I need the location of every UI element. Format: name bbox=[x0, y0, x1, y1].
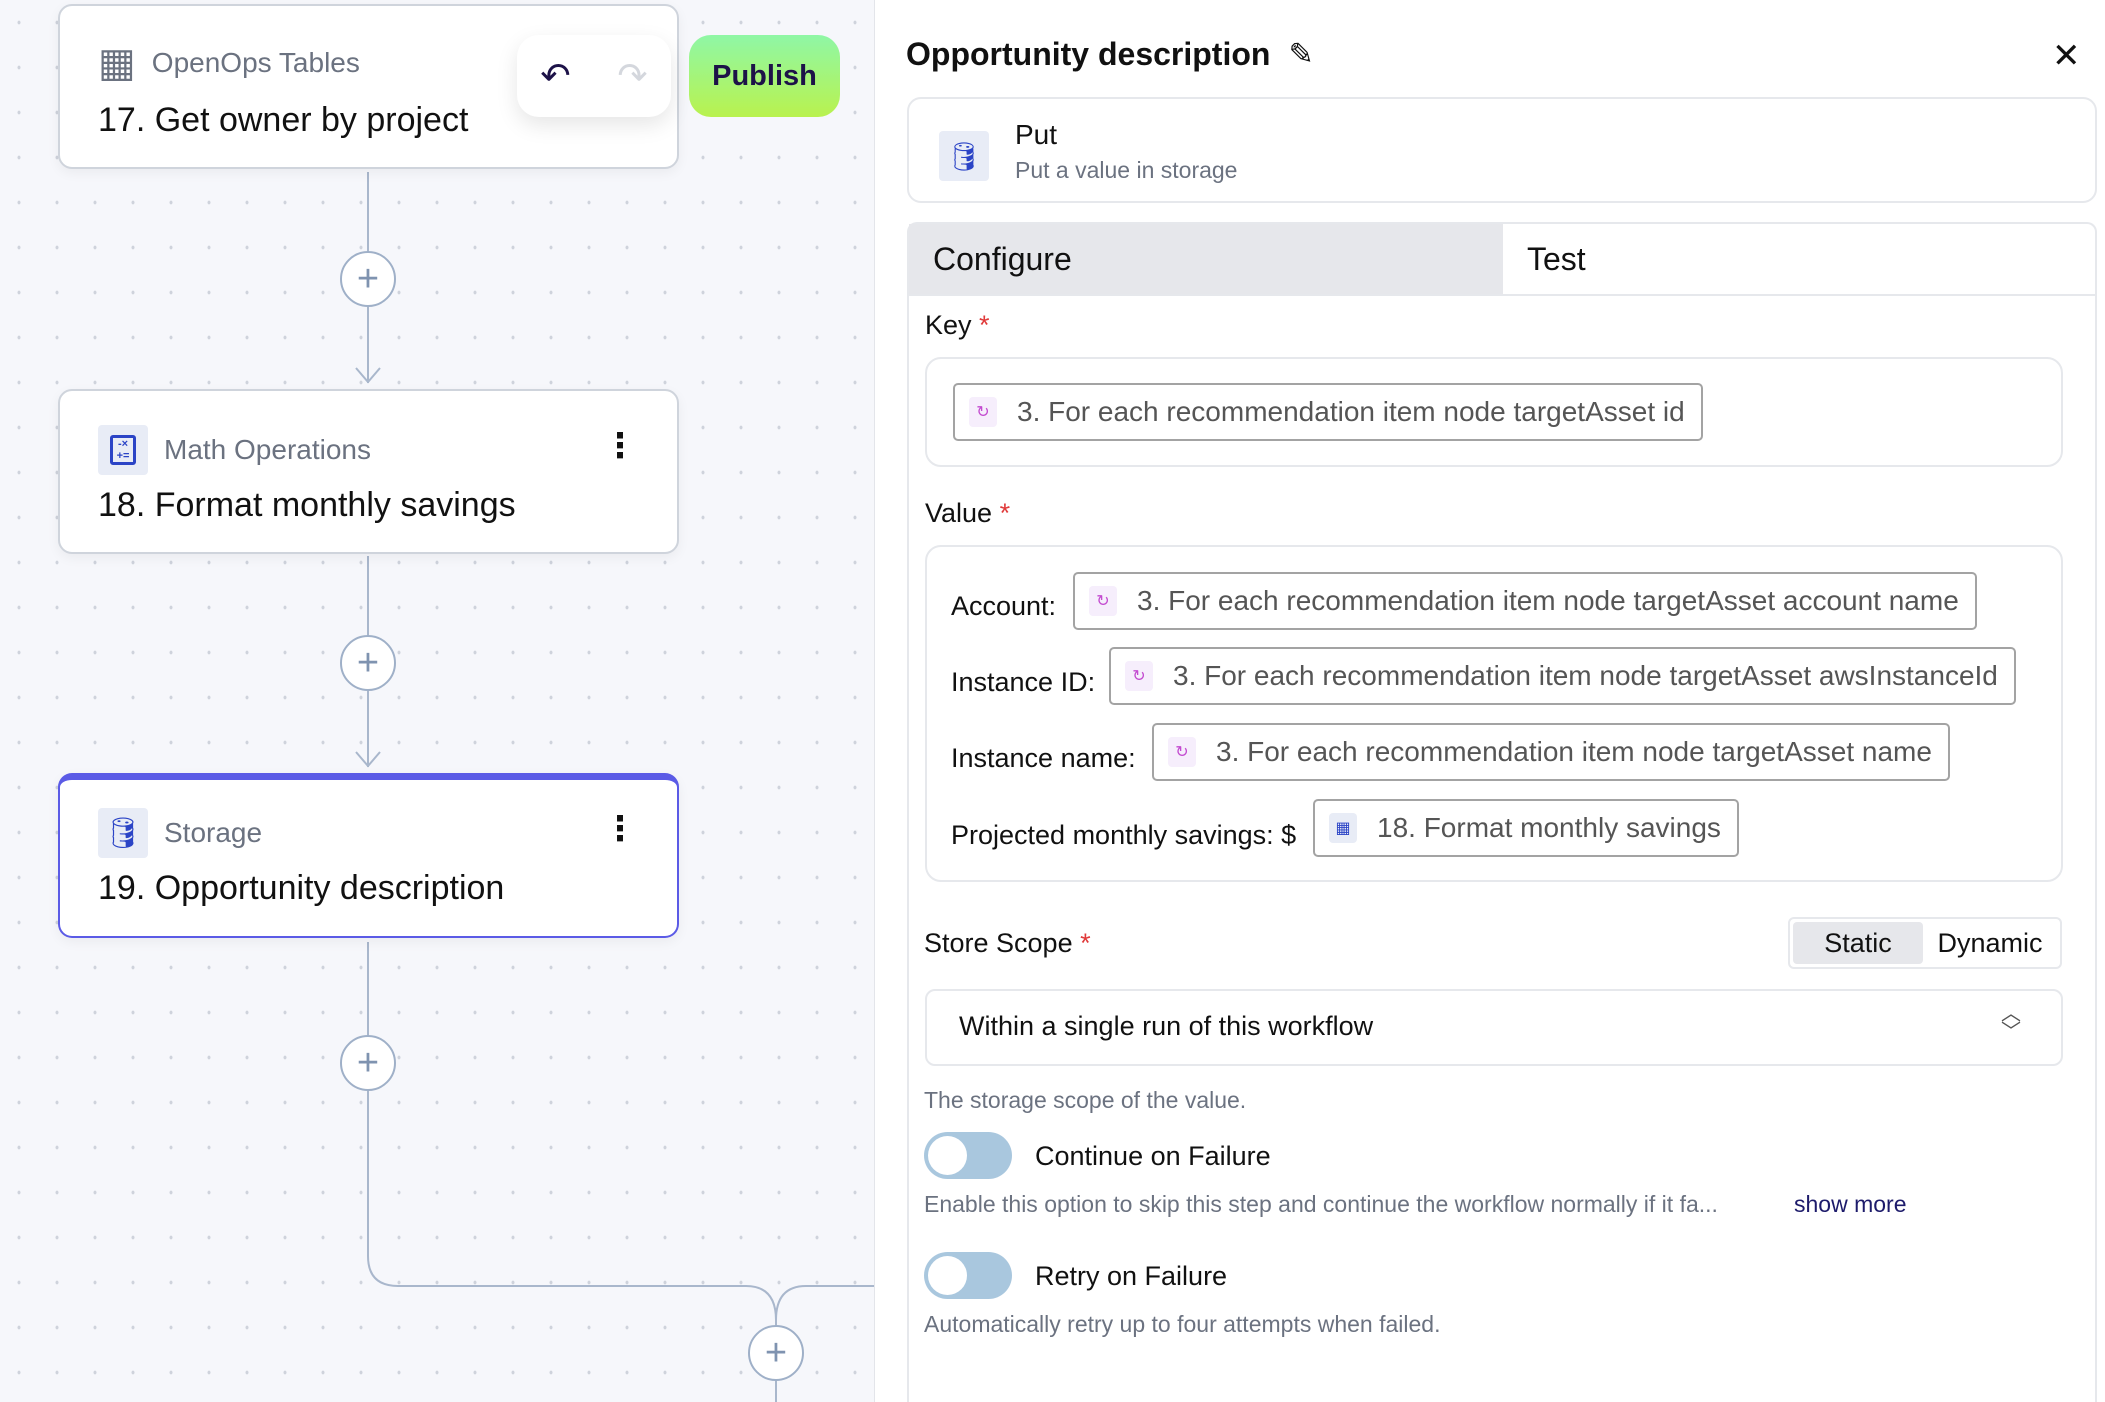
publish-button[interactable]: Publish bbox=[689, 35, 840, 117]
redo-icon[interactable]: ↷ bbox=[617, 55, 648, 96]
add-step-button[interactable]: + bbox=[340, 1035, 396, 1091]
dynamic-mode-button[interactable]: Dynamic bbox=[1937, 927, 2043, 958]
close-icon[interactable]: ✕ bbox=[2052, 37, 2081, 75]
key-token-chip[interactable]: ↻3. For each recommendation item node ta… bbox=[953, 383, 1703, 441]
instance-id-label: Instance ID: bbox=[951, 667, 1096, 697]
instance-id-token-chip[interactable]: ↻3. For each recommendation item node ta… bbox=[1109, 647, 2016, 705]
scope-mode-toggle: Static Dynamic bbox=[1788, 917, 2062, 969]
action-name: Put bbox=[1015, 119, 1058, 150]
more-options-icon[interactable]: ⋮ bbox=[603, 427, 637, 465]
step-settings-panel: Opportunity description ✎ ✕ 🛢 Put Put a … bbox=[876, 0, 2105, 1402]
key-label: Key * bbox=[925, 310, 990, 340]
tab-test[interactable]: Test bbox=[1527, 241, 1586, 277]
add-step-button[interactable]: + bbox=[340, 251, 396, 307]
continue-on-failure-label: Continue on Failure bbox=[1035, 1141, 1271, 1171]
chevron-up-down-icon: ︿﹀ bbox=[2001, 1003, 2021, 1043]
flow-connectors bbox=[355, 172, 874, 1402]
savings-token-chip[interactable]: ▦18. Format monthly savings bbox=[1313, 799, 1739, 857]
key-field[interactable]: ↻3. For each recommendation item node ta… bbox=[925, 357, 2063, 467]
node-title: 17. Get owner by project bbox=[98, 101, 469, 139]
database-icon: 🛢 bbox=[98, 808, 148, 858]
action-description: Put a value in storage bbox=[1015, 157, 1238, 183]
calculator-icon: ▦ bbox=[1329, 813, 1357, 843]
action-card[interactable]: 🛢 Put Put a value in storage bbox=[907, 97, 2097, 203]
workflow-canvas[interactable]: ▦ OpenOps Tables 17. Get owner by project… bbox=[0, 0, 875, 1402]
store-scope-help: The storage scope of the value. bbox=[924, 1087, 1247, 1113]
more-options-icon[interactable]: ⋮ bbox=[603, 810, 637, 848]
node-category: Storage bbox=[164, 817, 263, 848]
node-category: OpenOps Tables bbox=[151, 47, 360, 78]
table-icon: ▦ bbox=[98, 41, 136, 85]
account-token-chip[interactable]: ↻3. For each recommendation item node ta… bbox=[1073, 572, 1977, 630]
continue-on-failure-description: Enable this option to skip this step and… bbox=[924, 1191, 1718, 1217]
value-field[interactable]: Account: ↻3. For each recommendation ite… bbox=[925, 545, 2063, 882]
loop-icon: ↻ bbox=[969, 397, 997, 427]
node-category: Math Operations bbox=[164, 434, 371, 465]
node-title: 19. Opportunity description bbox=[98, 869, 505, 907]
add-step-button[interactable]: + bbox=[748, 1325, 804, 1381]
node-opportunity-description[interactable]: 🛢 Storage 19. Opportunity description ⋮ bbox=[58, 773, 679, 938]
value-label: Value * bbox=[925, 498, 1011, 528]
database-icon: 🛢 bbox=[939, 131, 989, 181]
instance-name-label: Instance name: bbox=[951, 743, 1136, 773]
account-label: Account: bbox=[951, 591, 1057, 621]
store-scope-label: Store Scope * bbox=[924, 928, 1091, 958]
calculator-icon: -×+= bbox=[98, 425, 148, 475]
loop-icon: ↻ bbox=[1089, 586, 1117, 616]
retry-on-failure-toggle[interactable] bbox=[924, 1252, 1012, 1299]
loop-icon: ↻ bbox=[1168, 737, 1196, 767]
static-mode-button[interactable]: Static bbox=[1793, 922, 1923, 964]
projected-savings-label: Projected monthly savings: $ bbox=[951, 820, 1297, 850]
retry-on-failure-description: Automatically retry up to four attempts … bbox=[924, 1311, 1441, 1337]
store-scope-value: Within a single run of this workflow bbox=[959, 1011, 1374, 1041]
tab-configure[interactable]: Configure bbox=[909, 224, 1503, 295]
undo-icon[interactable]: ↶ bbox=[540, 55, 571, 96]
show-more-link[interactable]: show more bbox=[1794, 1191, 1907, 1217]
add-step-button[interactable]: + bbox=[340, 635, 396, 691]
node-format-monthly-savings[interactable]: -×+= Math Operations 18. Format monthly s… bbox=[58, 389, 679, 554]
pencil-icon[interactable]: ✎ bbox=[1288, 38, 1314, 71]
history-controls: ↶ ↷ bbox=[517, 35, 671, 117]
panel-title: Opportunity description bbox=[906, 36, 1271, 72]
tabs: Configure Test bbox=[907, 222, 2097, 295]
continue-on-failure-toggle[interactable] bbox=[924, 1132, 1012, 1179]
retry-on-failure-label: Retry on Failure bbox=[1035, 1261, 1228, 1291]
loop-icon: ↻ bbox=[1125, 661, 1153, 691]
store-scope-select[interactable]: Within a single run of this workflow ︿﹀ bbox=[925, 989, 2063, 1066]
instance-name-token-chip[interactable]: ↻3. For each recommendation item node ta… bbox=[1152, 723, 1950, 781]
node-title: 18. Format monthly savings bbox=[98, 486, 516, 524]
